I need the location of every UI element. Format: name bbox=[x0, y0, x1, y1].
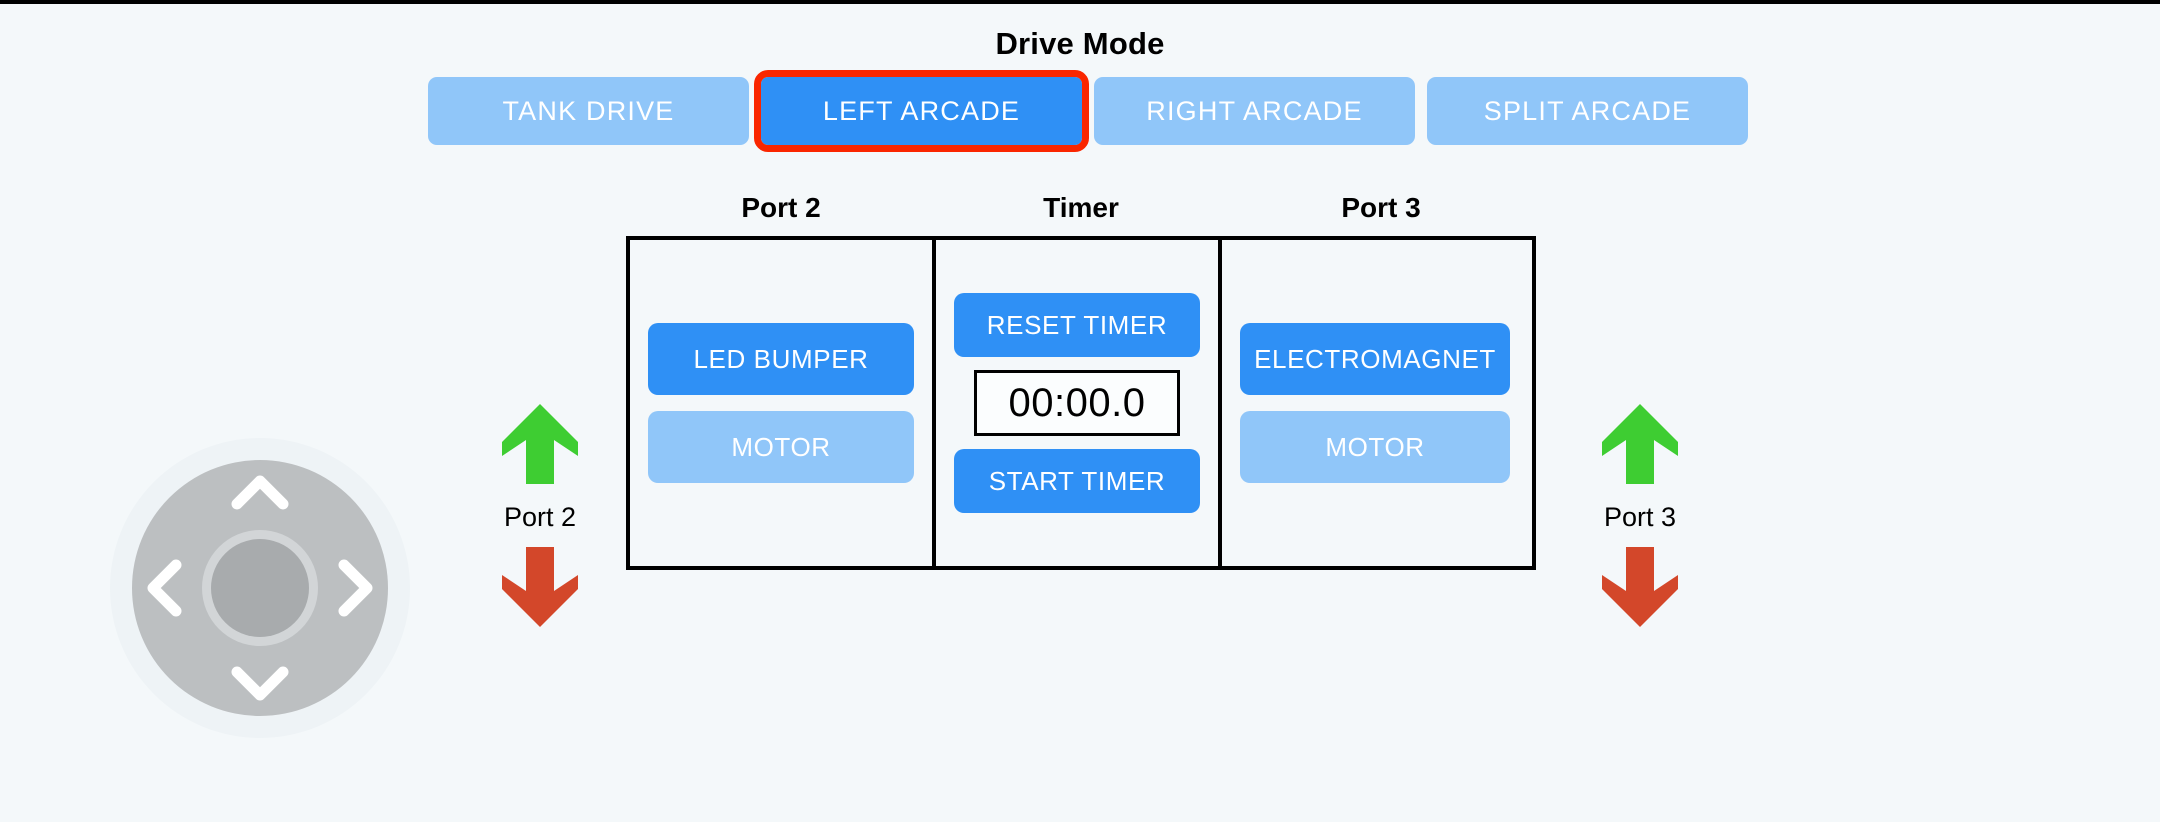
arrow-down-icon[interactable] bbox=[499, 543, 581, 631]
drive-mode-tabs: TANK DRIVE LEFT ARCADE RIGHT ARCADE SPLI… bbox=[428, 70, 1748, 152]
port3-electromagnet-button[interactable]: ELECTROMAGNET bbox=[1240, 323, 1510, 395]
port-2-arrow-controls: Port 2 bbox=[460, 400, 620, 631]
arrow-up-icon[interactable] bbox=[1599, 400, 1681, 488]
device-control-panel: LED BUMPER MOTOR RESET TIMER 00:00.0 STA… bbox=[626, 236, 1536, 570]
tab-split-arcade[interactable]: SPLIT ARCADE bbox=[1427, 77, 1748, 145]
port3-motor-button[interactable]: MOTOR bbox=[1240, 411, 1510, 483]
timer-column: RESET TIMER 00:00.0 START TIMER bbox=[936, 240, 1222, 566]
page-title: Drive Mode bbox=[995, 26, 1165, 61]
port-2-column: LED BUMPER MOTOR bbox=[630, 240, 936, 566]
tab-right-arcade[interactable]: RIGHT ARCADE bbox=[1094, 77, 1415, 145]
caption-port-2: Port 2 bbox=[741, 192, 821, 223]
port-3-column: ELECTROMAGNET MOTOR bbox=[1222, 240, 1528, 566]
port-3-arrow-controls: Port 3 bbox=[1560, 400, 1720, 631]
chevron-left-icon[interactable] bbox=[138, 559, 196, 617]
port-3-arrow-label: Port 3 bbox=[1603, 502, 1677, 532]
caption-timer: Timer bbox=[1043, 192, 1119, 223]
start-timer-button[interactable]: START TIMER bbox=[954, 449, 1200, 513]
chevron-up-icon[interactable] bbox=[231, 466, 289, 524]
caption-port-3: Port 3 bbox=[1341, 192, 1421, 223]
chevron-down-icon[interactable] bbox=[231, 652, 289, 710]
dpad-hub[interactable] bbox=[211, 539, 309, 637]
timer-display: 00:00.0 bbox=[974, 370, 1180, 436]
port2-motor-button[interactable]: MOTOR bbox=[648, 411, 914, 483]
panel-column-captions: Port 2 Timer Port 3 bbox=[626, 190, 1536, 226]
chevron-right-icon[interactable] bbox=[324, 559, 382, 617]
arrow-down-icon[interactable] bbox=[1599, 543, 1681, 631]
port-2-arrow-label: Port 2 bbox=[503, 502, 577, 532]
tab-tank-drive[interactable]: TANK DRIVE bbox=[428, 77, 749, 145]
reset-timer-button[interactable]: RESET TIMER bbox=[954, 293, 1200, 357]
top-divider bbox=[0, 0, 2160, 4]
tab-left-arcade[interactable]: LEFT ARCADE bbox=[754, 70, 1089, 152]
arrow-up-icon[interactable] bbox=[499, 400, 581, 488]
dpad-joystick[interactable] bbox=[110, 438, 410, 738]
port2-led-bumper-button[interactable]: LED BUMPER bbox=[648, 323, 914, 395]
